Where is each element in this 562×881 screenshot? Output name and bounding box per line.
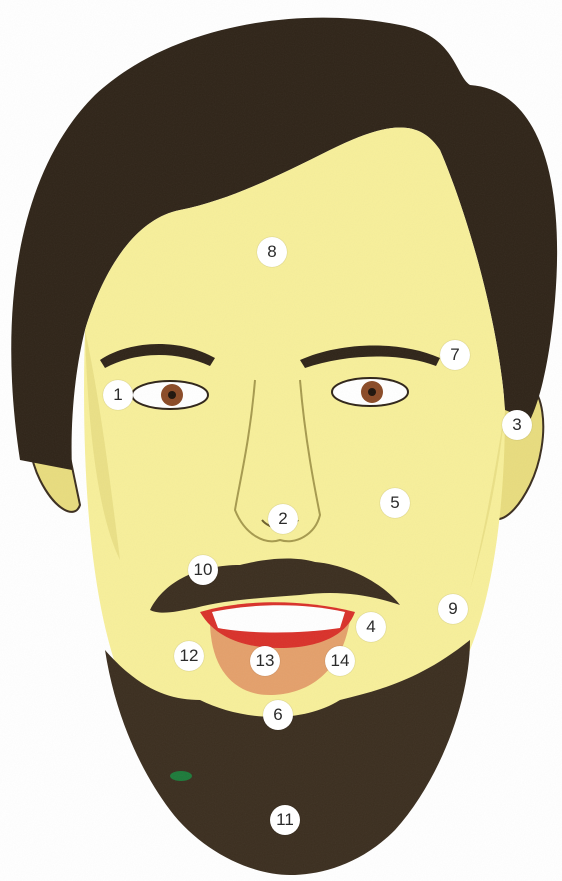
marker-6: 6: [263, 700, 293, 730]
marker-13: 13: [250, 646, 280, 676]
marker-4: 4: [356, 612, 386, 642]
marker-3: 3: [502, 410, 532, 440]
marker-1: 1: [103, 380, 133, 410]
marker-8: 8: [257, 237, 287, 267]
marker-10: 10: [188, 555, 218, 585]
marker-14: 14: [325, 646, 355, 676]
marker-12: 12: [174, 641, 204, 671]
marker-7: 7: [440, 340, 470, 370]
marker-5: 5: [380, 488, 410, 518]
marker-11: 11: [270, 805, 300, 835]
marker-2: 2: [268, 504, 298, 534]
marker-9: 9: [438, 594, 468, 624]
